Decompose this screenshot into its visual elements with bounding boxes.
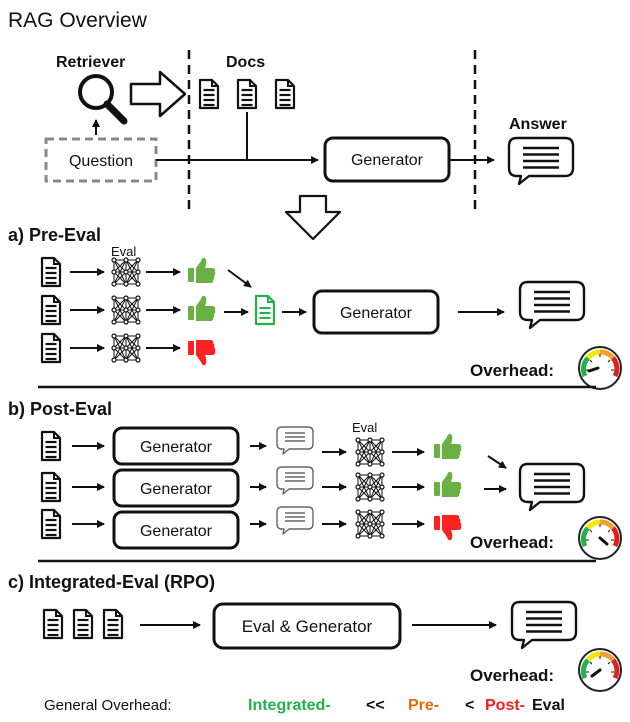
- post-label: Post-: [485, 697, 525, 714]
- pre-eval-generator-label: Generator: [340, 305, 413, 322]
- thumbs-up-icon: [434, 433, 462, 459]
- eval-network-icon: [111, 295, 141, 325]
- general-overhead-label: General Overhead:: [44, 697, 172, 714]
- eval-network-icon: [111, 257, 141, 287]
- less-than-symbol: <: [465, 697, 474, 714]
- pre-eval-eval-label: Eval: [111, 244, 136, 259]
- post-eval-eval-label: Eval: [352, 420, 377, 435]
- document-icon: [102, 608, 124, 640]
- arrow: [487, 455, 507, 469]
- eval-generator-box: [212, 602, 402, 650]
- document-icon: [40, 332, 62, 364]
- down-arrow-icon: [284, 194, 342, 241]
- document-icon: [72, 608, 94, 640]
- gauge-needle: [587, 366, 600, 373]
- overview-title: RAG Overview: [8, 9, 148, 32]
- footer-legend: General Overhead: Integrated- << Pre- < …: [44, 697, 565, 714]
- pre-eval-overhead-label: Overhead:: [470, 361, 554, 380]
- retriever-label: Retriever: [56, 54, 125, 71]
- pre-label: Pre-: [408, 697, 439, 714]
- selected-document-icon: [254, 294, 276, 326]
- answer-label: Answer: [509, 116, 567, 133]
- integrated-eval-title: c) Integrated-Eval (RPO): [8, 572, 215, 592]
- document-icon: [40, 471, 62, 503]
- document-icon: [236, 78, 258, 110]
- magnifier-icon: [78, 74, 128, 125]
- integrated-label: Integrated-: [248, 697, 331, 714]
- integrated-eval-section: c) Integrated-Eval (RPO) Eval & Generato…: [8, 572, 621, 691]
- eval-generator-label: Eval & Generator: [242, 617, 373, 636]
- document-icon: [274, 78, 296, 110]
- docs-label: Docs: [226, 54, 265, 71]
- gauge-needle: [590, 668, 602, 678]
- eval-network-icon: [355, 472, 385, 502]
- eval-network-icon: [355, 509, 385, 539]
- eval-network-icon: [111, 333, 141, 363]
- thumbs-up-icon: [188, 257, 216, 283]
- pre-eval-generator-box: [312, 289, 440, 335]
- much-less-than-symbol: <<: [366, 697, 385, 714]
- integrated-overhead-label: Overhead:: [470, 666, 554, 685]
- post-eval-section: b) Post-Eval Eval Generator Generator Ge…: [8, 399, 621, 559]
- answer-bubble-icon: [510, 600, 578, 650]
- gauge-needle: [598, 536, 609, 546]
- draft-answer-bubble-icon: [276, 506, 314, 535]
- post-eval-generator-box-1: [112, 426, 240, 466]
- gauge-icon: [579, 347, 621, 389]
- thumbs-up-icon: [434, 471, 462, 497]
- document-icon: [40, 294, 62, 326]
- post-eval-title: b) Post-Eval: [8, 399, 112, 419]
- answer-bubble-icon: [507, 136, 575, 186]
- thumbs-down-icon: [434, 515, 462, 541]
- eval-suffix-label: Eval: [532, 697, 565, 714]
- retriever-to-docs-arrow-icon: [129, 70, 187, 118]
- thumbs-up-icon: [188, 295, 216, 321]
- rag-overview-section: RAG Overview Retriever Docs Question Gen…: [8, 9, 575, 241]
- post-eval-generator-label-1: Generator: [140, 439, 213, 456]
- answer-bubble-icon: [518, 462, 586, 512]
- post-eval-generator-label-2: Generator: [140, 481, 213, 498]
- post-eval-generator-box-2: [112, 468, 240, 508]
- arrow: [227, 269, 252, 288]
- document-icon: [42, 608, 64, 640]
- pre-eval-title: a) Pre-Eval: [8, 225, 101, 245]
- post-eval-overhead-label: Overhead:: [470, 533, 554, 552]
- document-icon: [40, 256, 62, 288]
- eval-network-icon: [355, 437, 385, 467]
- document-icon: [40, 430, 62, 462]
- document-icon: [40, 508, 62, 540]
- draft-answer-bubble-icon: [276, 466, 314, 495]
- answer-bubble-icon: [518, 280, 586, 330]
- thumbs-down-icon: [188, 340, 216, 366]
- generator-label: Generator: [351, 152, 424, 169]
- document-icon: [198, 78, 220, 110]
- post-eval-generator-box-3: [112, 510, 240, 550]
- pre-eval-section: a) Pre-Eval Eval Generator: [8, 225, 621, 389]
- draft-answer-bubble-icon: [276, 426, 314, 455]
- question-label: Question: [69, 153, 133, 170]
- post-eval-generator-label-3: Generator: [140, 523, 213, 540]
